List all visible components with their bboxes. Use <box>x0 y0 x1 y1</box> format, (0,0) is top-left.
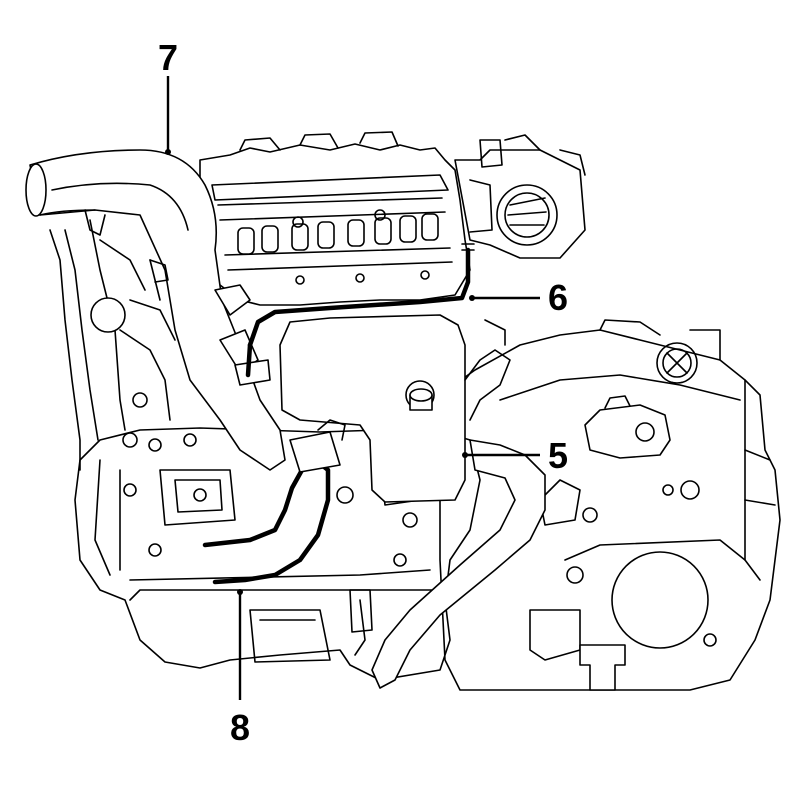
air-intake-duct <box>25 149 286 471</box>
callout-label-8: 8 <box>230 707 250 748</box>
throttle-body <box>454 134 586 259</box>
callout-label-5: 5 <box>548 435 568 476</box>
reservoir-outlet-hose <box>202 419 346 585</box>
timing-cover <box>49 219 176 471</box>
lower-coolant-hose <box>371 319 546 689</box>
callout-leaders <box>165 76 540 700</box>
camshaft-lobes <box>237 213 439 255</box>
cylinder-head <box>199 131 471 306</box>
transmission-housing <box>439 319 781 691</box>
engine-block <box>74 392 481 681</box>
coolant-expansion-tank <box>279 314 466 503</box>
callout-label-7: 7 <box>158 37 178 78</box>
reservoir-vent-hose <box>245 243 475 378</box>
callout-label-6: 6 <box>548 277 568 318</box>
